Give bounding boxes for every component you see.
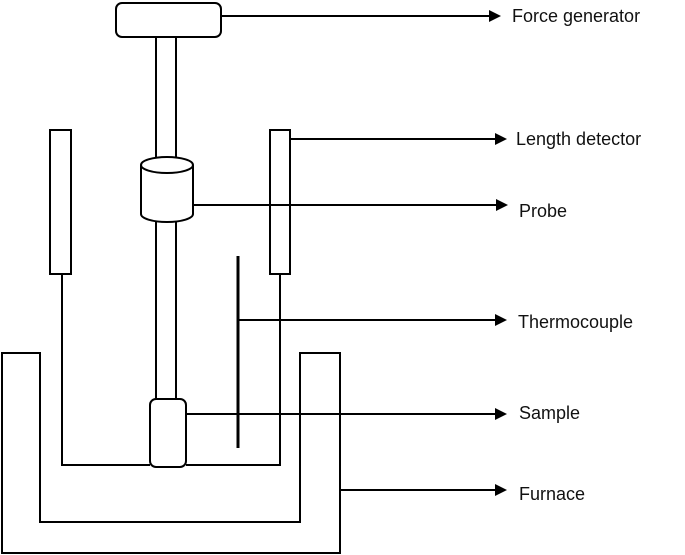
arrow-length-detector [290,133,507,145]
force-generator-block [115,2,222,38]
arrow-furnace [340,484,507,496]
arrow-sample [186,408,507,420]
label-force-generator: Force generator [512,6,641,26]
arrow-thermocouple [238,314,507,326]
label-thermocouple: Thermocouple [518,312,634,332]
detector-frame [61,274,150,466]
arrow-probe [193,199,508,211]
label-sample: Sample [519,403,581,423]
arrow-force-generator [221,10,501,22]
label-furnace: Furnace [519,484,586,504]
length-detector-rod-left [49,129,72,275]
sample-block [149,398,187,468]
label-probe: Probe [519,201,568,221]
probe-cylinder [140,156,194,223]
furnace-body [1,352,341,554]
label-length-detector: Length detector [516,129,642,149]
detector-frame-right [186,274,281,466]
length-detector-rod-right [269,129,291,275]
